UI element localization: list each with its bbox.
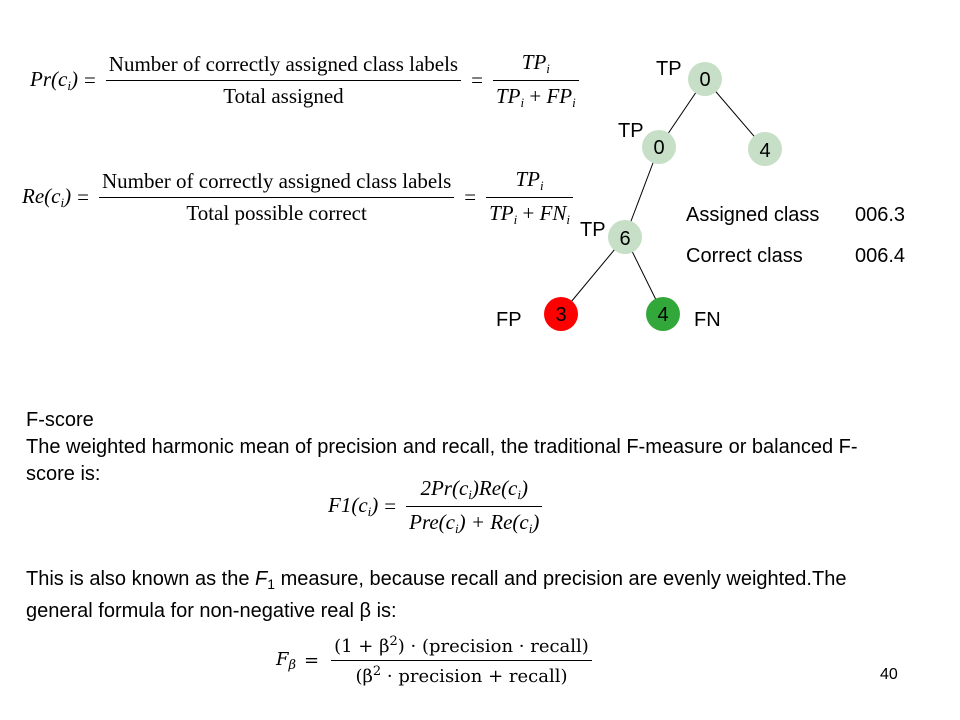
- node-leaf-fn-label: 4: [657, 304, 668, 326]
- page-number: 40: [880, 666, 898, 683]
- node-mid-circle: [608, 220, 642, 254]
- f1-equals: =: [384, 494, 397, 518]
- recall-equals-2: =: [464, 185, 477, 209]
- node-leaf-fp-label: 3: [555, 304, 566, 326]
- fscore-text-block: F-score The weighted harmonic mean of pr…: [26, 407, 886, 488]
- fbeta-fraction: (1 + β2) · (precision · recall) (β2 · pr…: [331, 634, 592, 687]
- node-root-circle: [688, 62, 722, 96]
- also-known-text: This is also known as the F1 measure, be…: [26, 568, 847, 622]
- tree-node-root: 0: [688, 62, 722, 96]
- tree-node-mid: 6: [608, 220, 642, 254]
- fbeta-equals: =: [304, 650, 320, 671]
- recall-tp-fraction: TPi TPi + FNi: [486, 167, 574, 228]
- tree-edges: [560, 78, 766, 315]
- tag-leaf-fp: FP: [496, 309, 522, 331]
- recall-equation: Re(ci) = Number of correctly assigned cl…: [22, 167, 577, 228]
- assigned-class-value: 006.3: [855, 204, 906, 226]
- node-left-circle: [642, 130, 676, 164]
- correct-class-value: 006.4: [855, 245, 906, 267]
- precision-text-fraction: Number of correctly assigned class label…: [105, 52, 462, 109]
- tag-leaf-fn: FN: [694, 309, 721, 331]
- recall-lhs: Re(ci): [22, 184, 72, 210]
- fbeta-lhs: Fβ: [276, 648, 297, 673]
- node-leaf-fp-circle: [544, 297, 578, 331]
- precision-lhs: Pr(ci): [30, 67, 78, 93]
- recall-text-fraction: Number of correctly assigned class label…: [98, 169, 455, 226]
- node-right-circle: [748, 132, 782, 166]
- assigned-class-label: Assigned class: [686, 204, 820, 226]
- correct-class-label: Correct class: [686, 245, 803, 267]
- tag-left-tp: TP: [618, 120, 644, 142]
- tag-mid-tp: TP: [580, 219, 606, 241]
- precision-equals-2: =: [471, 68, 483, 92]
- tree-node-leaf-fn: 4: [646, 297, 680, 331]
- fscore-description: The weighted harmonic mean of precision …: [26, 436, 858, 485]
- precision-equals: =: [83, 68, 96, 92]
- tree-node-leaf-fp: 3: [544, 297, 578, 331]
- node-left-label: 0: [653, 137, 664, 159]
- node-leaf-fn-circle: [646, 297, 680, 331]
- fscore-title: F-score: [26, 409, 94, 431]
- recall-equals: =: [77, 185, 89, 209]
- f1-equation: F1(ci) = 2Pr(ci)Re(ci) Pre(ci) + Re(ci): [328, 476, 546, 537]
- edge-mid-leafright: [624, 236, 664, 315]
- precision-equation: Pr(ci) = Number of correctly assigned cl…: [30, 50, 583, 111]
- node-root-label: 0: [699, 69, 710, 91]
- tree-node-right: 4: [748, 132, 782, 166]
- node-mid-label: 6: [619, 228, 630, 250]
- node-right-label: 4: [759, 140, 770, 162]
- edge-left-mid: [624, 146, 660, 238]
- precision-tp-fraction: TPi TPi + FPi: [492, 50, 579, 111]
- edge-mid-leafleft: [560, 236, 626, 315]
- edge-root-left: [658, 78, 706, 148]
- f1-lhs: F1(ci): [328, 493, 379, 519]
- fbeta-equation: Fβ = (1 + β2) · (precision · recall) (β2…: [276, 634, 596, 687]
- tag-root-tp: TP: [656, 58, 682, 80]
- tree-node-left: 0: [642, 130, 676, 164]
- edge-root-right: [704, 78, 766, 150]
- f1-fraction: 2Pr(ci)Re(ci) Pre(ci) + Re(ci): [406, 476, 543, 537]
